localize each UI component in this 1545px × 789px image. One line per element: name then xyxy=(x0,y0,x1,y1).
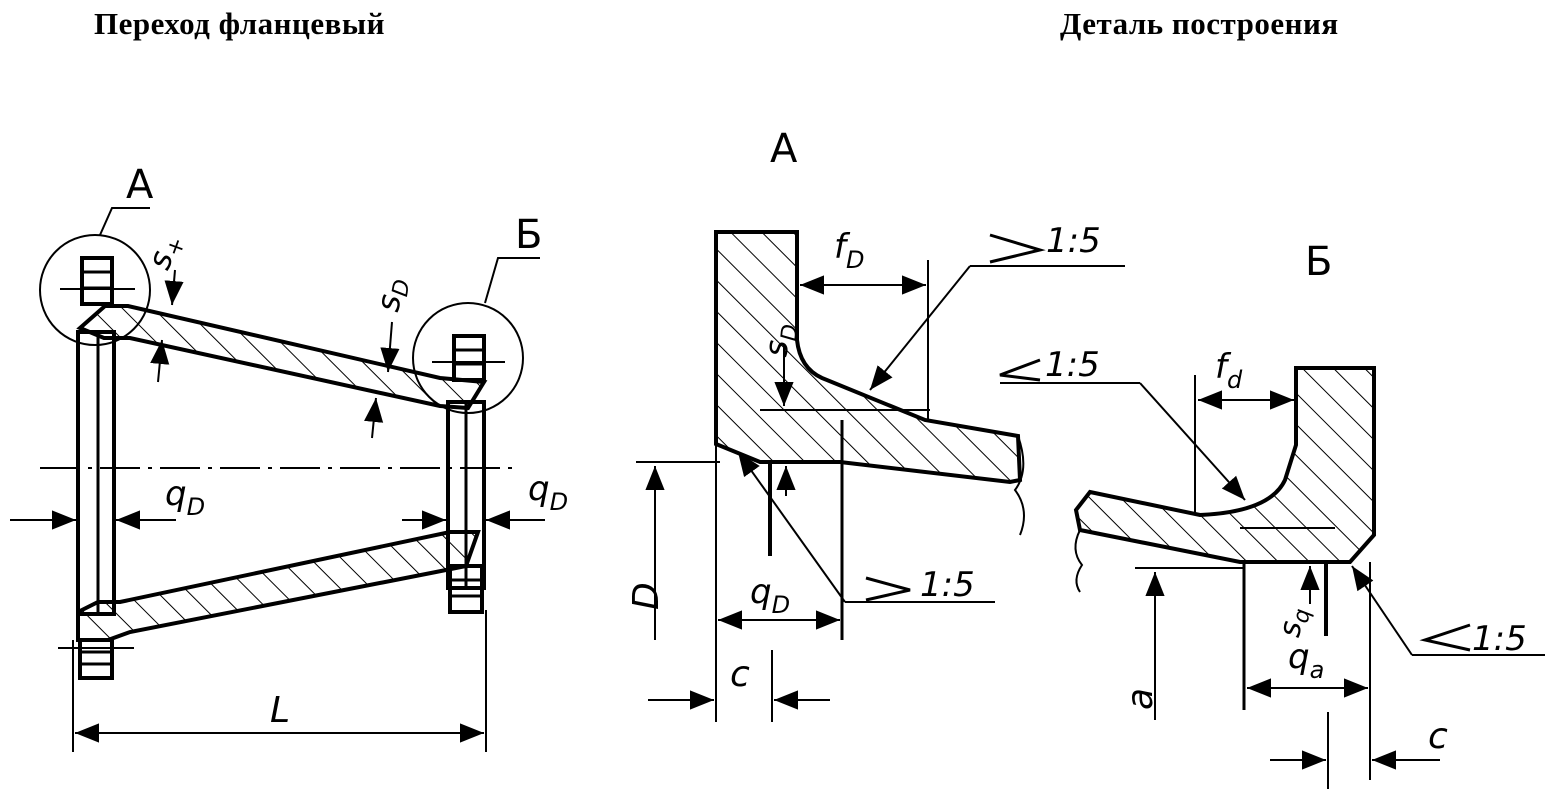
detail-a: А fD 1:5 sD D 1:5 xyxy=(626,126,1125,722)
detail-b-s-label: sq xyxy=(1272,605,1316,641)
detail-a-section xyxy=(714,230,1023,485)
detail-a-slope-top: 1:5 xyxy=(1046,221,1101,261)
title-construction-detail: Деталь построения xyxy=(1060,6,1339,41)
callout-label-b: Б xyxy=(515,212,542,258)
detail-b-f-label: fd xyxy=(1215,347,1243,394)
title-flanged-reducer: Переход фланцевый xyxy=(94,6,385,41)
dim-s-top-label: s+ xyxy=(140,228,191,275)
callout-circle-a xyxy=(39,234,151,346)
cone-wall-top xyxy=(76,304,488,411)
detail-b-slope-top: 1:5 xyxy=(1045,345,1100,385)
callout-circle-b xyxy=(412,302,524,414)
detail-b-slope-bottom: 1:5 xyxy=(1472,619,1527,659)
detail-b: Б fd 1:5 sq a 1:5 xyxy=(999,239,1545,789)
detail-b-title: Б xyxy=(1305,239,1332,285)
cone-wall-bottom xyxy=(76,530,481,642)
detail-a-title: А xyxy=(770,126,798,172)
detail-a-slope-bottom: 1:5 xyxy=(920,565,975,605)
detail-b-section xyxy=(1073,366,1376,564)
left-flange xyxy=(58,256,135,680)
detail-a-f-label: fD xyxy=(834,227,864,274)
detail-a-c-label: c xyxy=(730,654,750,695)
detail-a-q-label: qD xyxy=(750,572,790,619)
dim-q-left-label: qD xyxy=(165,474,205,521)
detail-a-s-label: sD xyxy=(757,322,804,359)
detail-b-diameter-label: a xyxy=(1120,688,1161,710)
detail-a-diameter-label: D xyxy=(626,582,667,610)
main-view: А Б s+ sD qD qD L xyxy=(10,162,568,752)
dim-s-mid-label: sD xyxy=(368,275,415,315)
callout-label-a: А xyxy=(126,162,154,208)
dim-length-label: L xyxy=(270,690,290,731)
detail-b-c-label: c xyxy=(1428,716,1448,757)
detail-b-q-label: qa xyxy=(1288,637,1324,684)
dim-q-right-label: qD xyxy=(528,469,568,516)
